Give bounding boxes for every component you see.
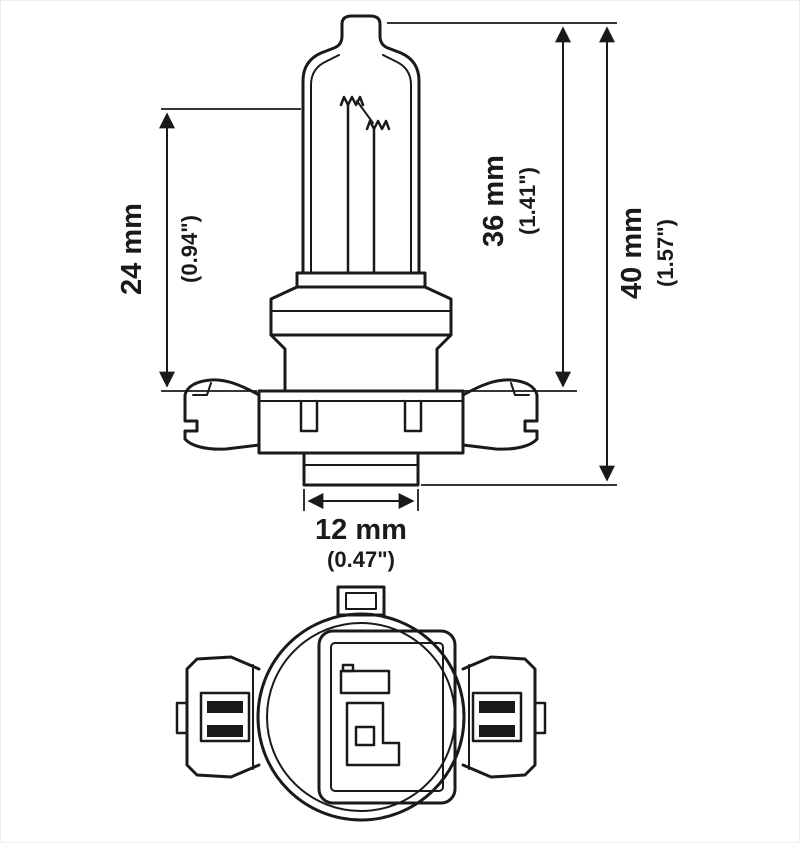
dimension-36mm: 36 mm (1.41") [387, 22, 617, 392]
key-tab [336, 585, 386, 617]
connector-housing-outer [317, 629, 457, 805]
bottom-wing-right-bar-2 [479, 725, 515, 737]
dimension-40mm: 40 mm (1.57") [421, 26, 678, 486]
flange-wing-right-detail [510, 382, 530, 396]
dim24-label-mm: 24 mm [116, 203, 148, 295]
bulb-side-view [183, 14, 539, 487]
bulb-bottom-view [175, 585, 547, 822]
dim24-label-in: (0.94") [177, 215, 202, 283]
bottom-wing-left-bar-1 [207, 701, 243, 713]
bottom-plug [302, 451, 420, 487]
dim12-label-in: (0.47") [327, 547, 395, 572]
dim36-label-in: (1.41") [515, 167, 540, 235]
dim40-label-in: (1.57") [653, 219, 678, 287]
dim12-label-mm: 12 mm [315, 514, 407, 546]
bottom-wing-right-frame [471, 691, 523, 743]
dimension-12mm: 12 mm (0.47") [303, 489, 419, 572]
connector-pin [354, 725, 376, 747]
bottom-wing-left-bar-2 [207, 725, 243, 737]
base-circle-outer [256, 612, 466, 822]
glass-envelope-outline [301, 14, 421, 275]
bottom-wing-left-notch [175, 701, 189, 735]
filament-bridge-wire [356, 100, 374, 124]
base-skirt-right [435, 333, 453, 393]
connector-terminal-slot [339, 669, 391, 695]
bottom-wing-right-bar-1 [479, 701, 515, 713]
connector-l-terminal [345, 701, 401, 767]
flange-body [257, 389, 465, 455]
flange-wing-left-detail [192, 382, 212, 396]
dimension-24mm: 24 mm (0.94") [116, 108, 301, 392]
connector-housing-inner [330, 642, 444, 792]
base-circle-inner [266, 622, 456, 812]
dim36-label-mm: 36 mm [478, 155, 510, 247]
seal-band [295, 271, 427, 289]
glass-inner-wall-left [310, 54, 340, 274]
bottom-wing-right-notch [533, 701, 547, 735]
filament-coil-right [365, 119, 391, 131]
flange-lock-slot-left [299, 399, 319, 433]
bottom-wing-left-frame [199, 691, 251, 743]
dim40-label-mm: 40 mm [616, 207, 648, 299]
base-skirt-left [269, 333, 287, 393]
key-tab-inner [345, 592, 377, 610]
glass-inner-wall-right [382, 54, 412, 274]
flange-lock-slot-right [403, 399, 423, 433]
filament-coil-left [339, 95, 365, 107]
